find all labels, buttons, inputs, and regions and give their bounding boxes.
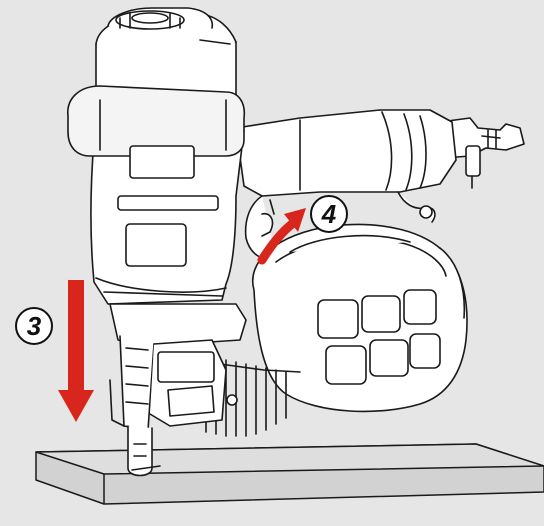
step-4-label: 4 xyxy=(321,199,337,229)
down-arrow-icon xyxy=(58,280,94,422)
coil-nailer-icon xyxy=(67,7,525,477)
step-3-label: 3 xyxy=(27,311,42,341)
step-3-badge: 3 xyxy=(15,307,53,345)
curved-arrow-icon xyxy=(257,208,306,265)
step-4-badge: 4 xyxy=(310,195,348,233)
wood-board-icon xyxy=(35,443,544,505)
magazine-window-panels xyxy=(317,289,441,385)
